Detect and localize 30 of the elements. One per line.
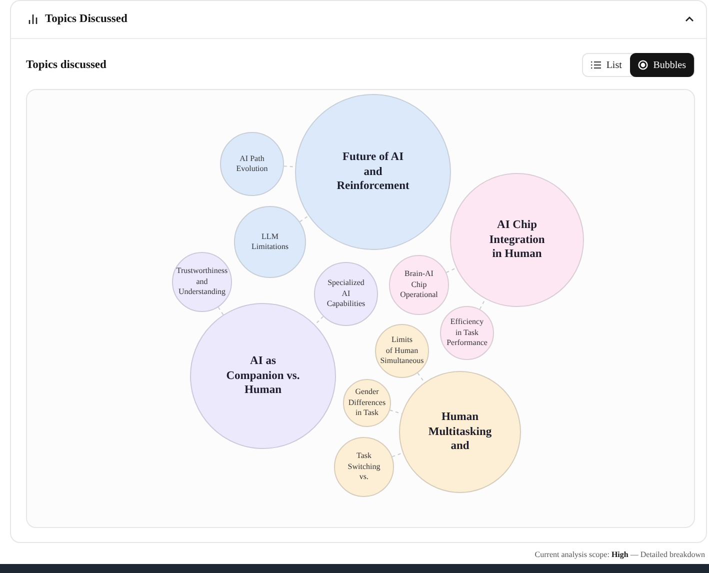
topic-label: LLM Limitations [252,232,288,252]
connector-line [392,452,404,458]
topic-label: AI Chip Integration in Human [489,218,545,262]
connector-line [479,298,486,310]
topic-label: Efficiency in Task Performance [446,317,488,349]
topic-label: AI as Companion vs. Human [226,354,300,398]
topic-label: Trustworthiness and Understanding [176,266,228,298]
topic-bubble [234,206,306,278]
topic-label: Brain-AI Chip Operational [400,269,438,301]
topic-label: AI Path Evolution [236,154,268,174]
topic-bubble [375,324,429,378]
topic-label: Gender Differences in Task [348,387,386,419]
bubbles-view-button: Bubbles [630,53,694,77]
section-title: Topics Discussed [45,12,128,27]
topic-label: Specialized AI Capabilities [326,278,366,310]
list-view-button: List [583,53,630,77]
topic-label: Limits of Human Simultaneous [380,335,424,367]
topic-bubble [343,379,391,427]
topic-label: Future of AI and Reinforcement [336,150,410,194]
scope-note: Current analysis scope: High — Detailed breakdown [534,550,705,560]
connector-line [299,215,309,222]
connector-line [446,268,457,273]
panel-heading: Topics discussed [26,58,106,73]
topic-label: Task Switching vs. [348,451,380,483]
connector-line [218,306,224,316]
connector-line [417,372,425,383]
connector-line [314,316,324,326]
topic-label: Human Multitasking and [428,410,492,454]
topic-bubble [440,306,494,360]
connector-line [283,166,296,168]
